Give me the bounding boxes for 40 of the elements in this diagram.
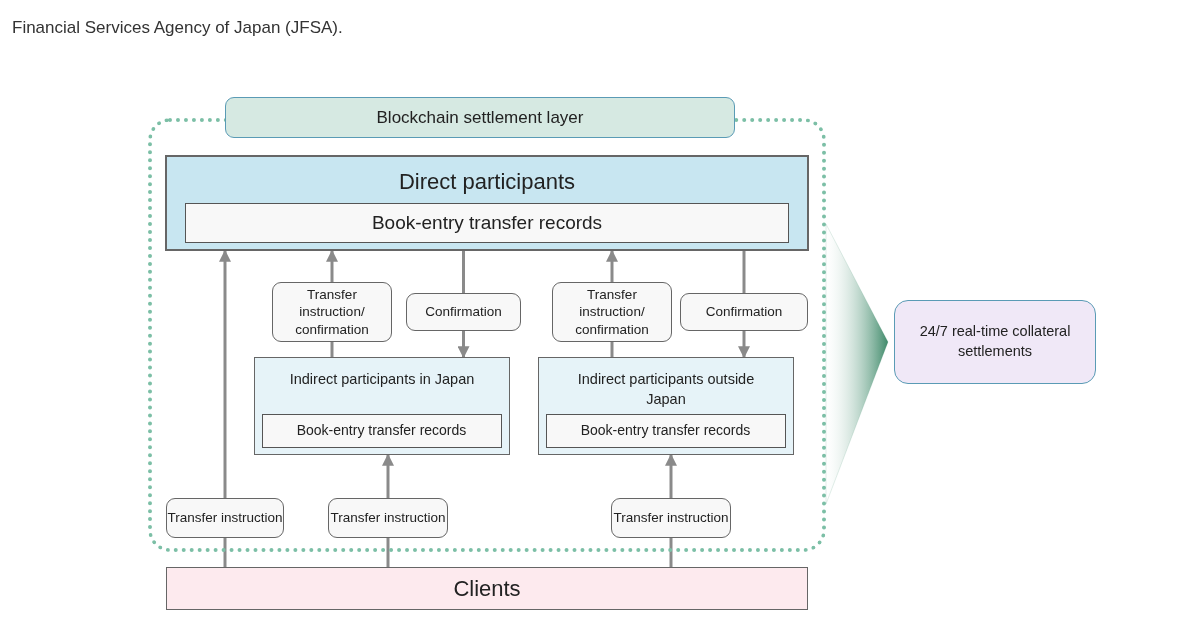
message-label: Transfer instruction/ confirmation bbox=[574, 285, 650, 339]
arrow bbox=[606, 249, 618, 282]
participant-panel bbox=[538, 357, 794, 455]
participant-panel bbox=[165, 155, 809, 251]
records-box bbox=[185, 203, 789, 243]
message-label: Confirmation bbox=[705, 303, 783, 321]
message-box bbox=[611, 498, 731, 538]
chevron-arrow bbox=[825, 223, 889, 505]
arrow bbox=[665, 453, 677, 498]
node-label: Clients bbox=[453, 575, 521, 602]
clients-box bbox=[166, 567, 808, 610]
arrow bbox=[382, 453, 394, 498]
node-label: Indirect participants in Japan bbox=[289, 370, 475, 389]
message-box bbox=[166, 498, 284, 538]
arrow bbox=[457, 331, 470, 359]
node-label: Indirect participants outside Japan bbox=[576, 370, 756, 409]
message-label: Transfer instruction/ confirmation bbox=[294, 285, 370, 339]
records-box bbox=[545, 413, 786, 448]
layer-title-box: Blockchain settlement layer bbox=[225, 97, 735, 138]
message-label: Transfer instruction bbox=[167, 509, 283, 527]
participant-panel bbox=[254, 357, 510, 455]
records-box bbox=[261, 413, 502, 448]
outcome-box bbox=[894, 300, 1096, 384]
node-label: Book-entry transfer records bbox=[580, 421, 751, 440]
message-label: Transfer instruction bbox=[330, 509, 446, 527]
message-label: Transfer instruction bbox=[613, 509, 729, 527]
message-box bbox=[680, 293, 808, 331]
node-label: Direct participants bbox=[398, 169, 576, 195]
message-label: Confirmation bbox=[425, 303, 502, 321]
node-label: Book-entry transfer records bbox=[371, 212, 603, 234]
message-box bbox=[406, 293, 521, 331]
node-label: 24/7 real-time collateral settlements bbox=[918, 322, 1072, 361]
arrow bbox=[219, 249, 231, 498]
arrow bbox=[326, 249, 338, 282]
arrow bbox=[738, 331, 750, 359]
message-box bbox=[552, 282, 672, 342]
message-box bbox=[272, 282, 392, 342]
message-box bbox=[328, 498, 448, 538]
source-note: Financial Services Agency of Japan (JFSA). bbox=[12, 18, 343, 38]
node-label: Book-entry transfer records bbox=[296, 421, 467, 440]
